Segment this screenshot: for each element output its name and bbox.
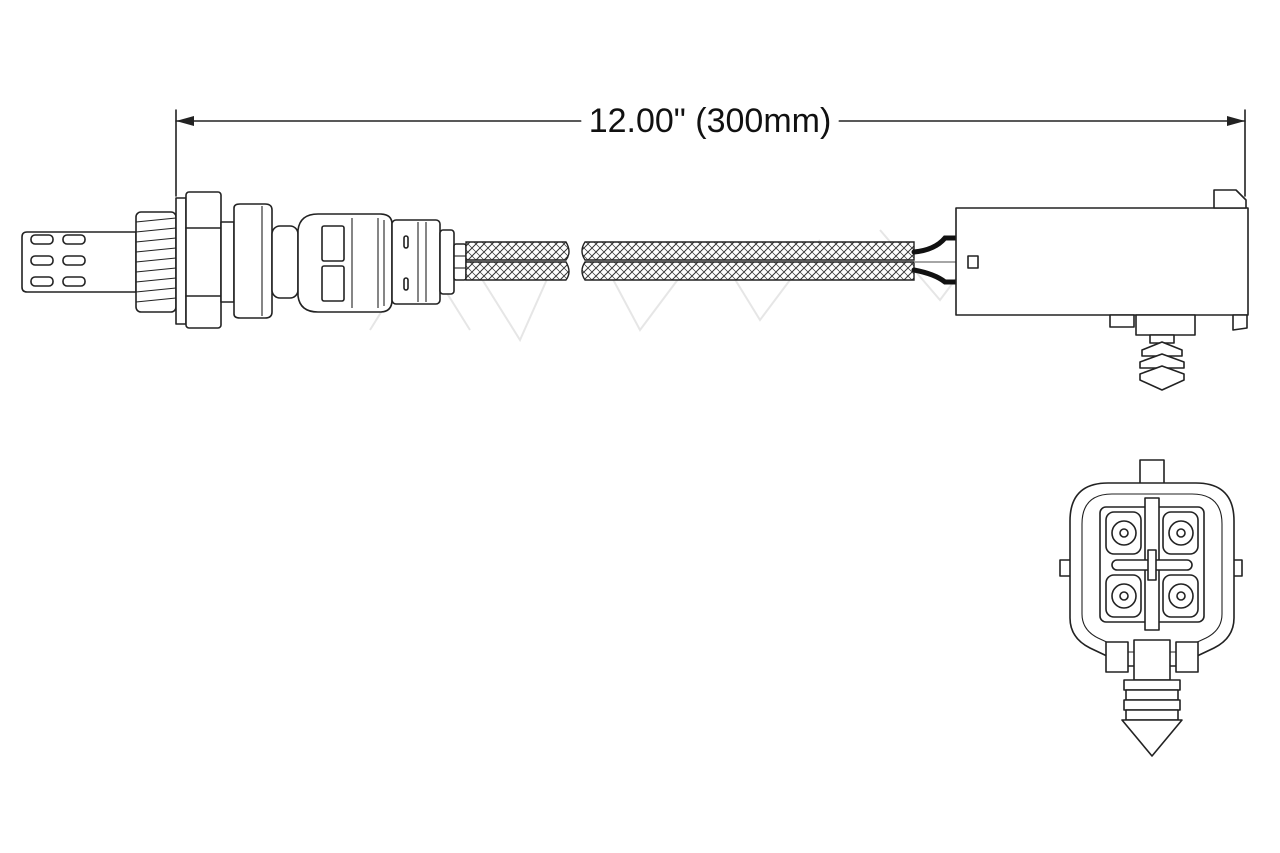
push-pin-clip-side — [1139, 334, 1185, 391]
probe-slots — [30, 234, 86, 287]
connector-side-view — [955, 189, 1249, 391]
dimension-label: 12.00" (300mm) — [589, 102, 832, 140]
face-latch-top — [1139, 459, 1165, 487]
braided-harness — [465, 241, 915, 281]
connector-wires — [911, 235, 961, 285]
thread-lines — [135, 217, 177, 303]
dimension-line: 12.00" (300mm) — [175, 102, 1246, 197]
terminal-cavities — [1105, 511, 1199, 618]
harness-braid-right-upper — [581, 241, 915, 261]
harness-braid-left-upper — [465, 241, 570, 261]
sensor-grommet — [391, 219, 441, 305]
face-mount-center — [1133, 639, 1171, 681]
sensor-shell — [233, 203, 273, 319]
face-mount-right — [1175, 641, 1199, 673]
harness-braid-left-lower — [465, 261, 570, 281]
connector-latch-top — [1213, 189, 1247, 209]
sensor-collar — [220, 221, 235, 303]
sensor-washer — [175, 197, 187, 325]
connector-face-view — [1059, 459, 1243, 757]
connector-latch-bottom — [1232, 314, 1248, 331]
arrow-left-icon — [176, 116, 194, 126]
connector-foot — [1109, 314, 1135, 328]
connector-housing — [955, 207, 1249, 316]
harness-braid-right-lower — [581, 261, 915, 281]
sensor-neck — [271, 225, 299, 299]
face-mount-left — [1105, 641, 1129, 673]
arrow-right-icon — [1227, 116, 1245, 126]
sensor-threads — [135, 211, 177, 313]
connector-mount-base — [1135, 314, 1196, 336]
connector-pin — [967, 255, 979, 269]
sensor-body — [21, 191, 467, 329]
sensor-grommet-tail — [439, 229, 455, 295]
sensor-hex — [185, 191, 222, 329]
push-pin-clip-front — [1121, 679, 1183, 757]
